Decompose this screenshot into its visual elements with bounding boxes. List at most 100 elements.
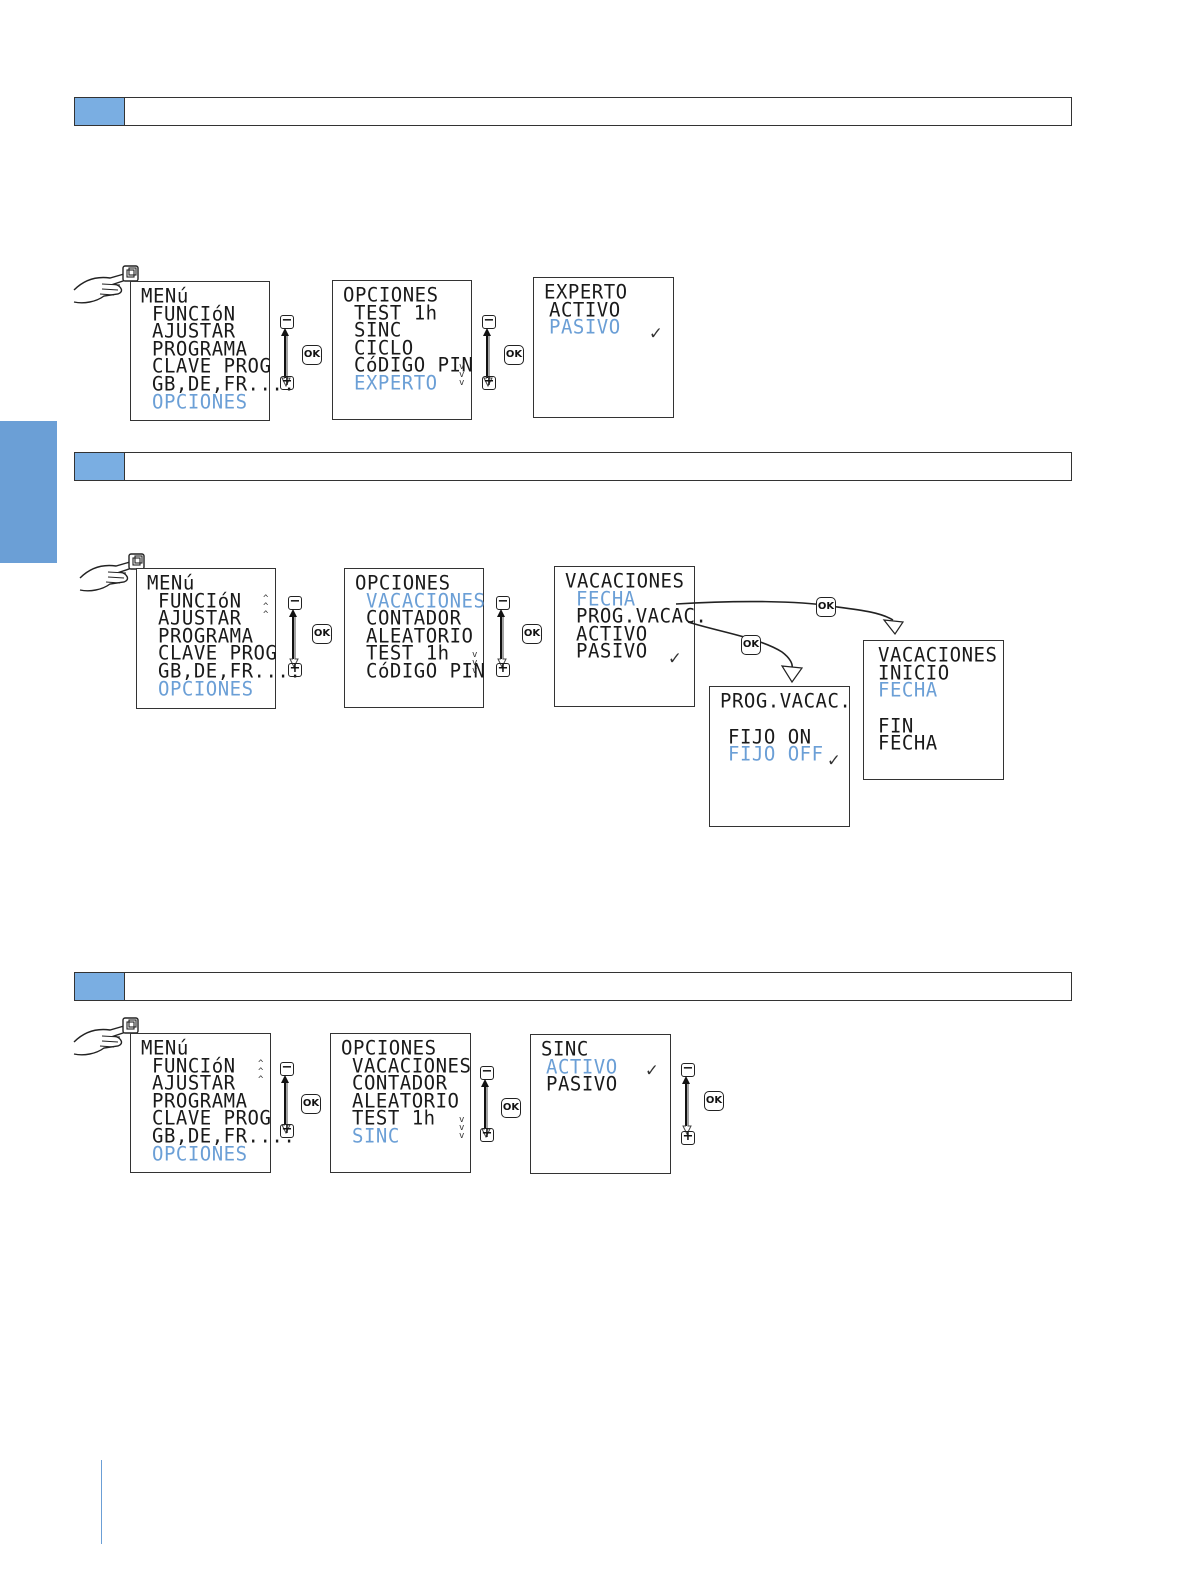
option-aleatorio: ALEATORIO (366, 624, 474, 648)
screen-menu-3: MENú FUNCIóN AJUSTAR PROGRAMA CLAVE PROG… (130, 1033, 296, 1173)
scroll-up-indicator: ^ ^ ^ (263, 594, 269, 620)
screen-opciones-3: OPCIONES VACACIONES CONTADOR ALEATORIO T… (330, 1033, 471, 1173)
ok-button: OK (301, 1094, 321, 1114)
menu-item-programa: PROGRAMA (158, 624, 254, 648)
option-pasivo: PASIVO (549, 316, 621, 340)
screen-title: OPCIONES (341, 1036, 437, 1060)
minus-button: − (480, 1064, 494, 1080)
option-fijo-on: FIJO ON (728, 725, 812, 749)
section-number-3 (75, 973, 125, 1000)
screen-opciones-2: OPCIONES VACACIONES CONTADOR ALEATORIO T… (344, 568, 486, 708)
section-number-2 (75, 453, 125, 480)
screen-sinc: SINC ACTIVO PASIVO ✓ (530, 1034, 671, 1174)
menu-item-opciones: OPCIONES (152, 1142, 248, 1166)
plus-button: + (288, 661, 302, 677)
plus-button: + (280, 374, 294, 390)
label-inicio: INICIO (878, 661, 950, 685)
minus-button: − (280, 1060, 294, 1076)
menu-item-opciones: OPCIONES (158, 677, 254, 701)
menu-item-opciones: OPCIONES (152, 390, 248, 414)
option-activo: ACTIVO (576, 622, 648, 646)
screen-title: MENú (141, 284, 189, 308)
menu-item-idiomas: GB,DE,FR.... (152, 372, 296, 396)
option-sinc: SINC (354, 319, 402, 343)
scroll-up-indicator: ^ ^ ^ (258, 1059, 264, 1085)
option-sinc: SINC (352, 1124, 400, 1148)
screen-title: OPCIONES (343, 283, 439, 307)
minus-button: − (482, 313, 496, 329)
option-ciclo: CICLO (354, 336, 414, 360)
check-mark-icon: ✓ (650, 322, 662, 344)
ok-button: OK (741, 635, 761, 655)
ok-button: OK (312, 624, 332, 644)
option-vacaciones: VACACIONES (366, 589, 486, 613)
plus-button: + (681, 1129, 695, 1145)
option-pasivo: PASIVO (576, 640, 648, 664)
minus-button: − (280, 313, 294, 329)
screen-title: MENú (141, 1036, 189, 1060)
arrow-head (882, 619, 905, 636)
branch-arrows (675, 600, 905, 684)
menu-item-clave-prog: CLAVE PROG (152, 1107, 272, 1131)
option-vacaciones: VACACIONES (352, 1054, 472, 1078)
plus-button: + (480, 1126, 494, 1142)
scroll-down-indicator: v v v (472, 650, 478, 676)
section-header-3 (74, 972, 1072, 1001)
menu-item-ajustar: AJUSTAR (152, 1072, 236, 1096)
ok-button: OK (816, 597, 836, 617)
ok-button: OK (522, 624, 542, 644)
screen-title: PROG.VACAC. (720, 689, 852, 713)
minus-button: − (681, 1061, 695, 1077)
screen-prog-vacac: PROG.VACAC. FIJO ON FIJO OFF ✓ (709, 686, 852, 827)
option-aleatorio: ALEATORIO (352, 1089, 460, 1113)
menu-item-funcion: FUNCIóN (152, 1054, 236, 1078)
option-contador: CONTADOR (366, 607, 462, 631)
ok-button: OK (302, 345, 322, 365)
option-fecha: FECHA (576, 587, 636, 611)
option-test: TEST 1h (352, 1107, 436, 1131)
screen-title: EXPERTO (544, 280, 628, 304)
value-fecha-inicio: FECHA (878, 679, 938, 703)
plus-button: + (482, 374, 496, 390)
menu-item-clave-prog: CLAVE PROG (158, 642, 278, 666)
option-test: TEST 1h (354, 301, 438, 325)
menu-item-ajustar: AJUSTAR (152, 320, 236, 344)
option-codigo-pin: CóDIGO PIN (354, 354, 474, 378)
scroll-down-indicator: v v v (459, 362, 465, 388)
plus-button: + (496, 661, 510, 677)
check-mark-icon: ✓ (646, 1059, 658, 1081)
section-header-1 (74, 97, 1072, 126)
screen-vacaciones: VACACIONES FECHA PROG.VACAC. ACTIVO PASI… (554, 566, 708, 707)
option-prog-vacac: PROG.VACAC. (576, 605, 708, 629)
menu-item-idiomas: GB,DE,FR.... (158, 659, 302, 683)
menu-item-ajustar: AJUSTAR (158, 607, 242, 631)
menu-item-idiomas: GB,DE,FR.... (152, 1124, 296, 1148)
option-test: TEST 1h (366, 642, 450, 666)
check-mark-icon: ✓ (828, 749, 840, 771)
menu-item-programa: PROGRAMA (152, 337, 248, 361)
arrow-head (780, 665, 804, 684)
ok-button: OK (504, 345, 524, 365)
screen-experto: EXPERTO ACTIVO PASIVO ✓ (533, 277, 674, 418)
option-experto: EXPERTO (354, 371, 438, 395)
option-activo: ACTIVO (546, 1055, 618, 1079)
plus-button: + (280, 1122, 294, 1138)
arrow-prog-branch (687, 621, 793, 669)
menu-item-programa: PROGRAMA (152, 1089, 248, 1113)
screen-title: MENú (147, 571, 195, 595)
option-activo: ACTIVO (549, 298, 621, 322)
screen-menu-2: MENú FUNCIóN AJUSTAR PROGRAMA CLAVE PROG… (136, 568, 302, 709)
ok-button: OK (704, 1091, 724, 1111)
up-down-arrow-icon (681, 1075, 692, 1135)
screen-title: OPCIONES (355, 571, 451, 595)
scroll-down-indicator: v v v (459, 1115, 465, 1141)
screen-menu-1: MENú FUNCIóN AJUSTAR PROGRAMA CLAVE PROG… (130, 281, 296, 421)
section-number-1 (75, 98, 125, 125)
screen-title: SINC (541, 1037, 589, 1061)
option-codigo-pin: CóDIGO PIN (366, 659, 486, 683)
option-fijo-off: FIJO OFF (728, 743, 824, 767)
screen-title: VACACIONES (878, 643, 998, 667)
menu-item-funcion: FUNCIóN (152, 302, 236, 326)
screen-opciones-1: OPCIONES TEST 1h SINC CICLO CóDIGO PIN E… (332, 280, 474, 420)
label-fin: FIN (878, 714, 914, 738)
